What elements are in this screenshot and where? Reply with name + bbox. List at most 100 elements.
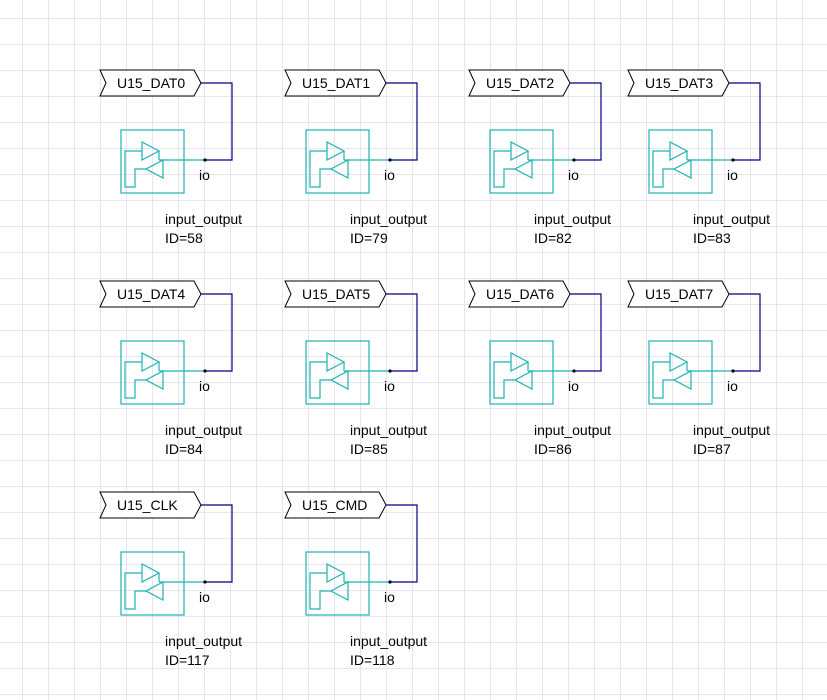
pin-junction-dot: [388, 369, 392, 373]
pin-junction-dot: [203, 369, 207, 373]
net-label: U15_DAT4: [117, 286, 185, 302]
pin-name: io: [199, 378, 210, 394]
pin-name: io: [384, 167, 395, 183]
output-buffer-triangle: [669, 352, 689, 372]
input-buffer-triangle: [672, 159, 692, 179]
output-buffer-triangle: [141, 141, 161, 161]
bidir-buffer-symbol[interactable]: [120, 340, 185, 405]
pin-junction-dot: [731, 369, 735, 373]
buffer-internal-wire: [124, 361, 146, 399]
pin-name: io: [199, 167, 210, 183]
port-flag[interactable]: [468, 280, 571, 308]
buffer-internal-wire: [493, 150, 515, 188]
net-label: U15_CMD: [302, 497, 367, 513]
bidir-buffer-symbol[interactable]: [489, 129, 554, 194]
bidir-buffer-symbol[interactable]: [305, 129, 370, 194]
port-flag[interactable]: [468, 69, 571, 97]
net-label: U15_DAT0: [117, 75, 185, 91]
input-buffer-triangle: [144, 159, 164, 179]
input-buffer-triangle: [144, 370, 164, 390]
output-buffer-triangle: [326, 352, 346, 372]
component-type: input_output: [693, 211, 770, 227]
buffer-internal-wire: [309, 361, 331, 399]
pin-name: io: [384, 589, 395, 605]
net-wire[interactable]: [386, 293, 418, 372]
component-id: ID=84: [165, 441, 203, 457]
input-buffer-triangle: [329, 159, 349, 179]
port-flag[interactable]: [284, 491, 387, 519]
component-type: input_output: [165, 211, 242, 227]
port-flag[interactable]: [627, 280, 730, 308]
net-wire[interactable]: [729, 293, 761, 372]
output-buffer-triangle: [326, 563, 346, 583]
buffer-internal-wire: [493, 361, 515, 399]
buffer-internal-wire: [124, 572, 146, 610]
port-flag[interactable]: [627, 69, 730, 97]
input-buffer-triangle: [329, 370, 349, 390]
port-flag[interactable]: [99, 491, 202, 519]
output-buffer-triangle: [141, 563, 161, 583]
net-wire[interactable]: [201, 504, 233, 583]
component-type: input_output: [350, 422, 427, 438]
input-buffer-triangle: [329, 581, 349, 601]
component-type: input_output: [165, 633, 242, 649]
output-buffer-triangle: [510, 352, 530, 372]
port-flag[interactable]: [99, 280, 202, 308]
bidir-buffer-symbol[interactable]: [120, 129, 185, 194]
net-label: U15_CLK: [117, 497, 178, 513]
bidir-buffer-symbol[interactable]: [489, 340, 554, 405]
component-id: ID=83: [693, 230, 731, 246]
net-wire[interactable]: [201, 82, 233, 161]
output-buffer-triangle: [141, 352, 161, 372]
component-type: input_output: [534, 422, 611, 438]
buffer-internal-wire: [124, 150, 146, 188]
pin-junction-dot: [388, 158, 392, 162]
net-wire[interactable]: [201, 293, 233, 372]
port-flag[interactable]: [284, 69, 387, 97]
pin-junction-dot: [731, 158, 735, 162]
pin-name: io: [727, 167, 738, 183]
net-label: U15_DAT2: [486, 75, 554, 91]
component-type: input_output: [165, 422, 242, 438]
output-buffer-triangle: [669, 141, 689, 161]
component-id: ID=87: [693, 441, 731, 457]
component-id: ID=79: [350, 230, 388, 246]
bidir-buffer-symbol[interactable]: [648, 340, 713, 405]
bidir-buffer-symbol[interactable]: [305, 340, 370, 405]
net-wire[interactable]: [729, 82, 761, 161]
buffer-internal-wire: [652, 361, 674, 399]
pin-name: io: [568, 167, 579, 183]
net-wire[interactable]: [386, 504, 418, 583]
bidir-buffer-symbol[interactable]: [120, 551, 185, 616]
bidir-buffer-symbol[interactable]: [648, 129, 713, 194]
component-id: ID=82: [534, 230, 572, 246]
port-flag[interactable]: [284, 280, 387, 308]
buffer-internal-wire: [652, 150, 674, 188]
pin-name: io: [727, 378, 738, 394]
component-id: ID=117: [165, 652, 210, 668]
net-label: U15_DAT1: [302, 75, 370, 91]
pin-junction-dot: [203, 158, 207, 162]
input-buffer-triangle: [513, 370, 533, 390]
net-wire[interactable]: [570, 293, 602, 372]
output-buffer-triangle: [510, 141, 530, 161]
net-wire[interactable]: [386, 82, 418, 161]
net-label: U15_DAT3: [645, 75, 713, 91]
component-id: ID=118: [350, 652, 395, 668]
pin-name: io: [199, 589, 210, 605]
net-wire[interactable]: [570, 82, 602, 161]
buffer-internal-wire: [309, 572, 331, 610]
port-flag[interactable]: [99, 69, 202, 97]
bidir-buffer-symbol[interactable]: [305, 551, 370, 616]
